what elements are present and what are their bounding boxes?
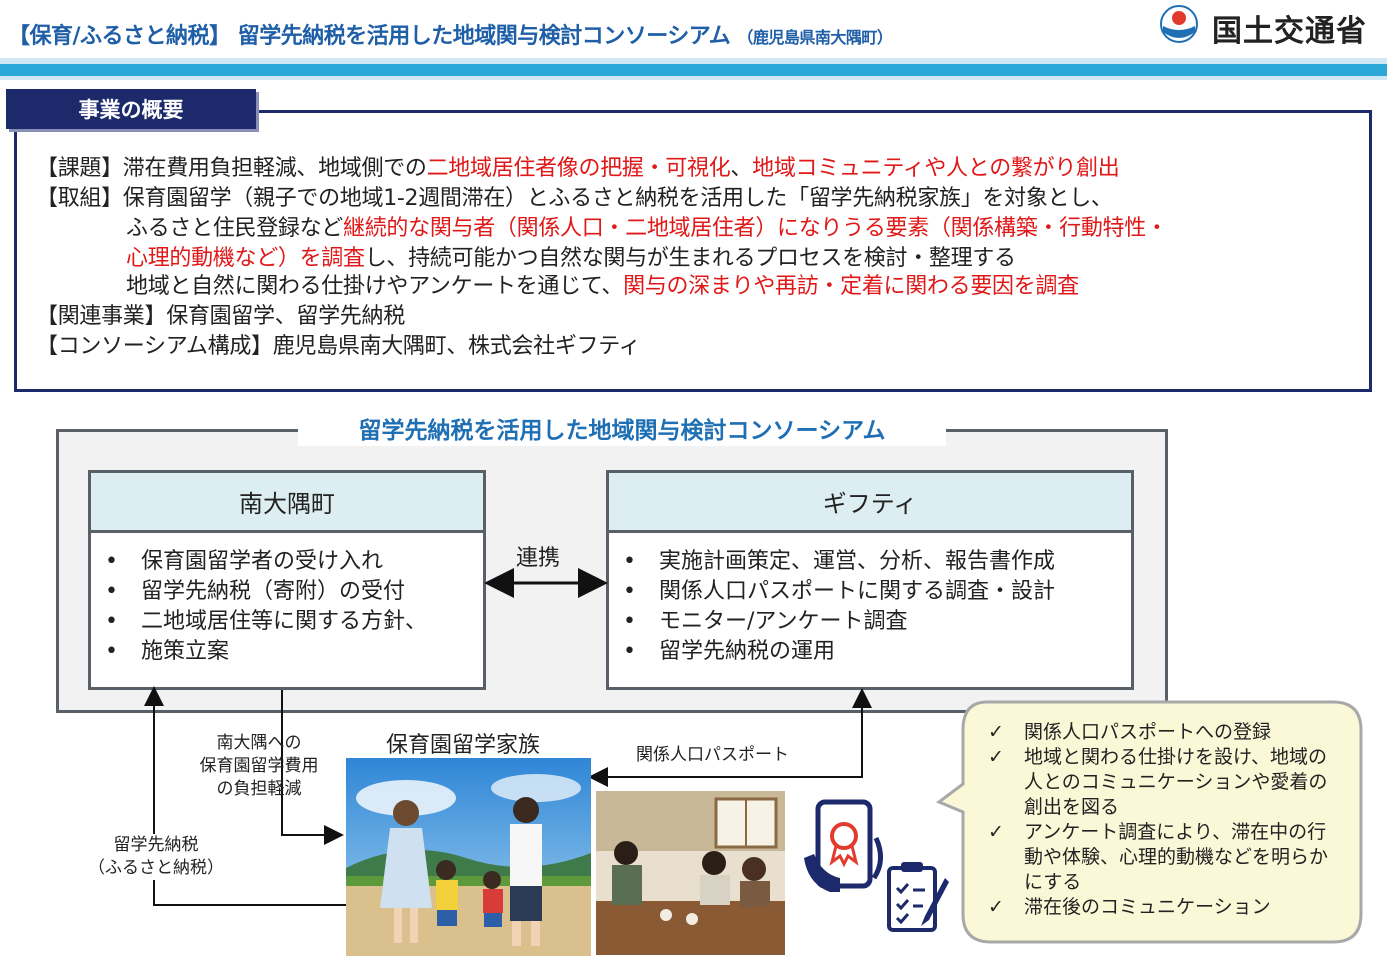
cost-reduction-label: 南大隅への 保育園留学費用 の負担軽減 xyxy=(190,732,328,801)
issue-sep: 、 xyxy=(730,156,753,181)
consortium-title: 留学先納税を活用した地域関与検討コンソーシアム xyxy=(298,410,946,446)
tax-label: 留学先納税 （ふるさと納税） xyxy=(74,834,238,880)
cost-label-line: の負担軽減 xyxy=(216,779,302,799)
ministry-name: 国土交通省 xyxy=(1212,14,1367,49)
overview-members: 【コンソーシアム構成】鹿児島県南大隅町、株式会社ギフティ xyxy=(36,334,641,359)
overview-effort-3: 心理的動機など）を調査し、持続可能かつ自然な関与が生まれるプロセスを検討・整理す… xyxy=(126,240,1016,272)
cost-label-line: 南大隅への xyxy=(216,733,302,753)
survey-clipboard-icon xyxy=(887,862,949,932)
list-item: 留学先納税（寄附）の受付 xyxy=(105,577,483,607)
bubble-item: アンケート調査により、滞在中の行動や体験、心理的動機などを明らかにする xyxy=(980,820,1335,895)
header-bar-light xyxy=(0,58,1387,64)
org-giftee: ギフティ 実施計画策定、運営、分析、報告書作成 関係人口パスポートに関する調査・… xyxy=(606,470,1134,690)
org-minamiosumi-name: 南大隅町 xyxy=(91,473,483,533)
overview-box xyxy=(14,110,1372,392)
org-minamiosumi-list: 保育園留学者の受け入れ 留学先納税（寄附）の受付 二地域居住等に関する方針、 施… xyxy=(91,533,483,667)
effort-highlight-2: 心理的動機など）を調査 xyxy=(126,246,365,271)
list-item: 留学先納税の運用 xyxy=(623,637,1131,667)
cost-reduction-arrow xyxy=(281,690,344,845)
tax-arrow xyxy=(144,686,346,906)
bubble-item: 地域と関わる仕掛けを設け、地域の人とのコミュニケーションや愛着の創出を図る xyxy=(980,745,1335,820)
list-item: 関係人口パスポートに関する調査・設計 xyxy=(623,577,1131,607)
ministry-logo-icon xyxy=(1160,5,1198,43)
list-item: 保育園留学者の受け入れ xyxy=(105,547,483,577)
passport-phone-icon xyxy=(804,799,883,892)
issue-highlight-2: 地域コミュニティや人との繋がり創出 xyxy=(752,156,1120,181)
tax-label-line: 留学先納税 xyxy=(113,835,199,855)
family-photo xyxy=(346,758,591,956)
org-giftee-name: ギフティ xyxy=(609,473,1131,533)
issue-highlight-1: 二地域居住者像の把握・可視化 xyxy=(426,156,731,181)
page-title-main: 【保育/ふるさと納税】 留学先納税を活用した地域関与検討コンソーシアム xyxy=(8,24,731,49)
header-bar xyxy=(0,64,1387,76)
list-item-text: 施策立案 xyxy=(141,639,230,664)
list-item: 二地域居住等に関する方針、 xyxy=(105,607,483,637)
overview-effort-4: 地域と自然に関わる仕掛けやアンケートを通じて、関与の深まりや再訪・定着に関わる要… xyxy=(126,268,1079,300)
overview-effort: 【取組】保育園留学（親子での地域1-2週間滞在）とふるさと納税を活用した「留学先… xyxy=(36,186,1113,211)
list-item-continued: 施策立案 xyxy=(105,637,483,667)
cost-label-line: 保育園留学費用 xyxy=(199,756,319,776)
effort-highlight-3: 関与の深まりや再訪・定着に関わる要因を調査 xyxy=(623,274,1079,299)
org-minamiosumi: 南大隅町 保育園留学者の受け入れ 留学先納税（寄附）の受付 二地域居住等に関する… xyxy=(88,470,486,690)
overview-issue: 【課題】滞在費用負担軽減、地域側での二地域居住者像の把握・可視化、地域コミュニテ… xyxy=(36,150,1120,182)
effort-text-3: 地域と自然に関わる仕掛けやアンケートを通じて、 xyxy=(126,274,624,299)
bubble-list: 関係人口パスポートへの登録 地域と関わる仕掛けを設け、地域の人とのコミュニケーシ… xyxy=(980,720,1335,920)
bubble-item: 滞在後のコミュニケーション xyxy=(980,895,1335,920)
link-label: 連携 xyxy=(516,546,561,571)
speech-bubble: 関係人口パスポートへの登録 地域と関わる仕掛けを設け、地域の人とのコミュニケーシ… xyxy=(980,720,1335,920)
issue-text: 【課題】滞在費用負担軽減、地域側での xyxy=(36,156,427,181)
bubble-item: 関係人口パスポートへの登録 xyxy=(980,720,1335,745)
list-item: モニター/アンケート調査 xyxy=(623,607,1131,637)
effort-text-2: し、持続可能かつ自然な関与が生まれるプロセスを検討・整理する xyxy=(364,246,1016,271)
org-giftee-list: 実施計画策定、運営、分析、報告書作成 関係人口パスポートに関する調査・設計 モニ… xyxy=(609,533,1131,667)
family-label: 保育園留学家族 xyxy=(386,733,541,758)
community-photo xyxy=(596,791,785,955)
tax-label-line: （ふるさと納税） xyxy=(88,858,224,878)
overview-related: 【関連事業】保育園留学、留学先納税 xyxy=(36,304,405,329)
overview-effort-2: ふるさと住民登録など継続的な関与者（関係人口・二地域居住者）になりうる要素（関係… xyxy=(126,210,1168,242)
page-title-sub: （鹿児島県南大隅町） xyxy=(737,28,893,47)
passport-label: 関係人口パスポート xyxy=(636,745,789,765)
page-title: 【保育/ふるさと納税】 留学先納税を活用した地域関与検討コンソーシアム （鹿児島… xyxy=(8,18,893,50)
effort-text: ふるさと住民登録など xyxy=(126,216,344,241)
overview-tab: 事業の概要 xyxy=(6,89,256,129)
passport-arrow xyxy=(588,688,872,787)
list-item: 実施計画策定、運営、分析、報告書作成 xyxy=(623,547,1131,577)
header-bar-light-bottom xyxy=(0,76,1387,80)
effort-highlight: 継続的な関与者（関係人口・二地域居住者）になりうる要素（関係構築・行動特性・ xyxy=(343,216,1168,241)
